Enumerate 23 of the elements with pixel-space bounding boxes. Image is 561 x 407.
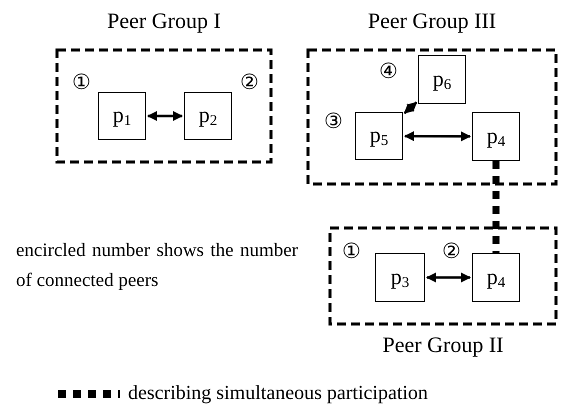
- peer-box: p$_{2}$: [184, 92, 232, 140]
- legend-text: describing simultaneous participation: [128, 382, 428, 405]
- arrow: [404, 101, 418, 114]
- peer-box: p$_{1}$: [98, 92, 146, 140]
- note-text: encircled number shows the number of connected peers: [16, 239, 298, 293]
- encircled-number: ②: [240, 72, 259, 93]
- participation-link: [492, 161, 500, 253]
- encircled-number: ①: [342, 241, 361, 262]
- group-title: Peer Group I: [106, 8, 222, 34]
- encircled-number: ③: [324, 111, 343, 132]
- group-title: Peer Group II: [382, 332, 504, 358]
- peer-box: p$_{3}$: [375, 253, 425, 302]
- encircled-number: ①: [72, 72, 91, 93]
- encircled-number: ②: [442, 241, 461, 262]
- peer-box: p$_{6}$: [418, 55, 466, 104]
- arrow: [404, 131, 471, 142]
- arrow: [426, 272, 471, 282]
- peer-box: p$_{4}$: [472, 253, 520, 302]
- arrow: [147, 111, 183, 121]
- encircled-number: ④: [379, 61, 398, 82]
- peer-box: p$_{4}$: [472, 112, 520, 161]
- peer-box: p$_{5}$: [355, 112, 403, 160]
- group-title: Peer Group III: [366, 8, 498, 34]
